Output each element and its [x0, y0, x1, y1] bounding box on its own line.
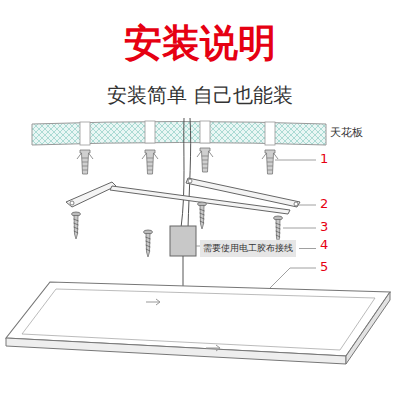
callout-number: 1 — [320, 152, 328, 167]
ceiling-label: 天花板 — [330, 127, 363, 140]
note-text: 需要使用电工胶布接线 — [203, 243, 293, 254]
callout-number: 5 — [320, 260, 328, 275]
subtitle: 安装简单 自己也能装 — [107, 84, 293, 107]
callout-number: 2 — [320, 197, 328, 212]
callout-number: 3 — [320, 220, 328, 235]
title-heading: 安装说明 — [124, 22, 276, 66]
note-box: 需要使用电工胶布接线 — [200, 240, 296, 257]
callout-number: 4 — [320, 238, 328, 253]
